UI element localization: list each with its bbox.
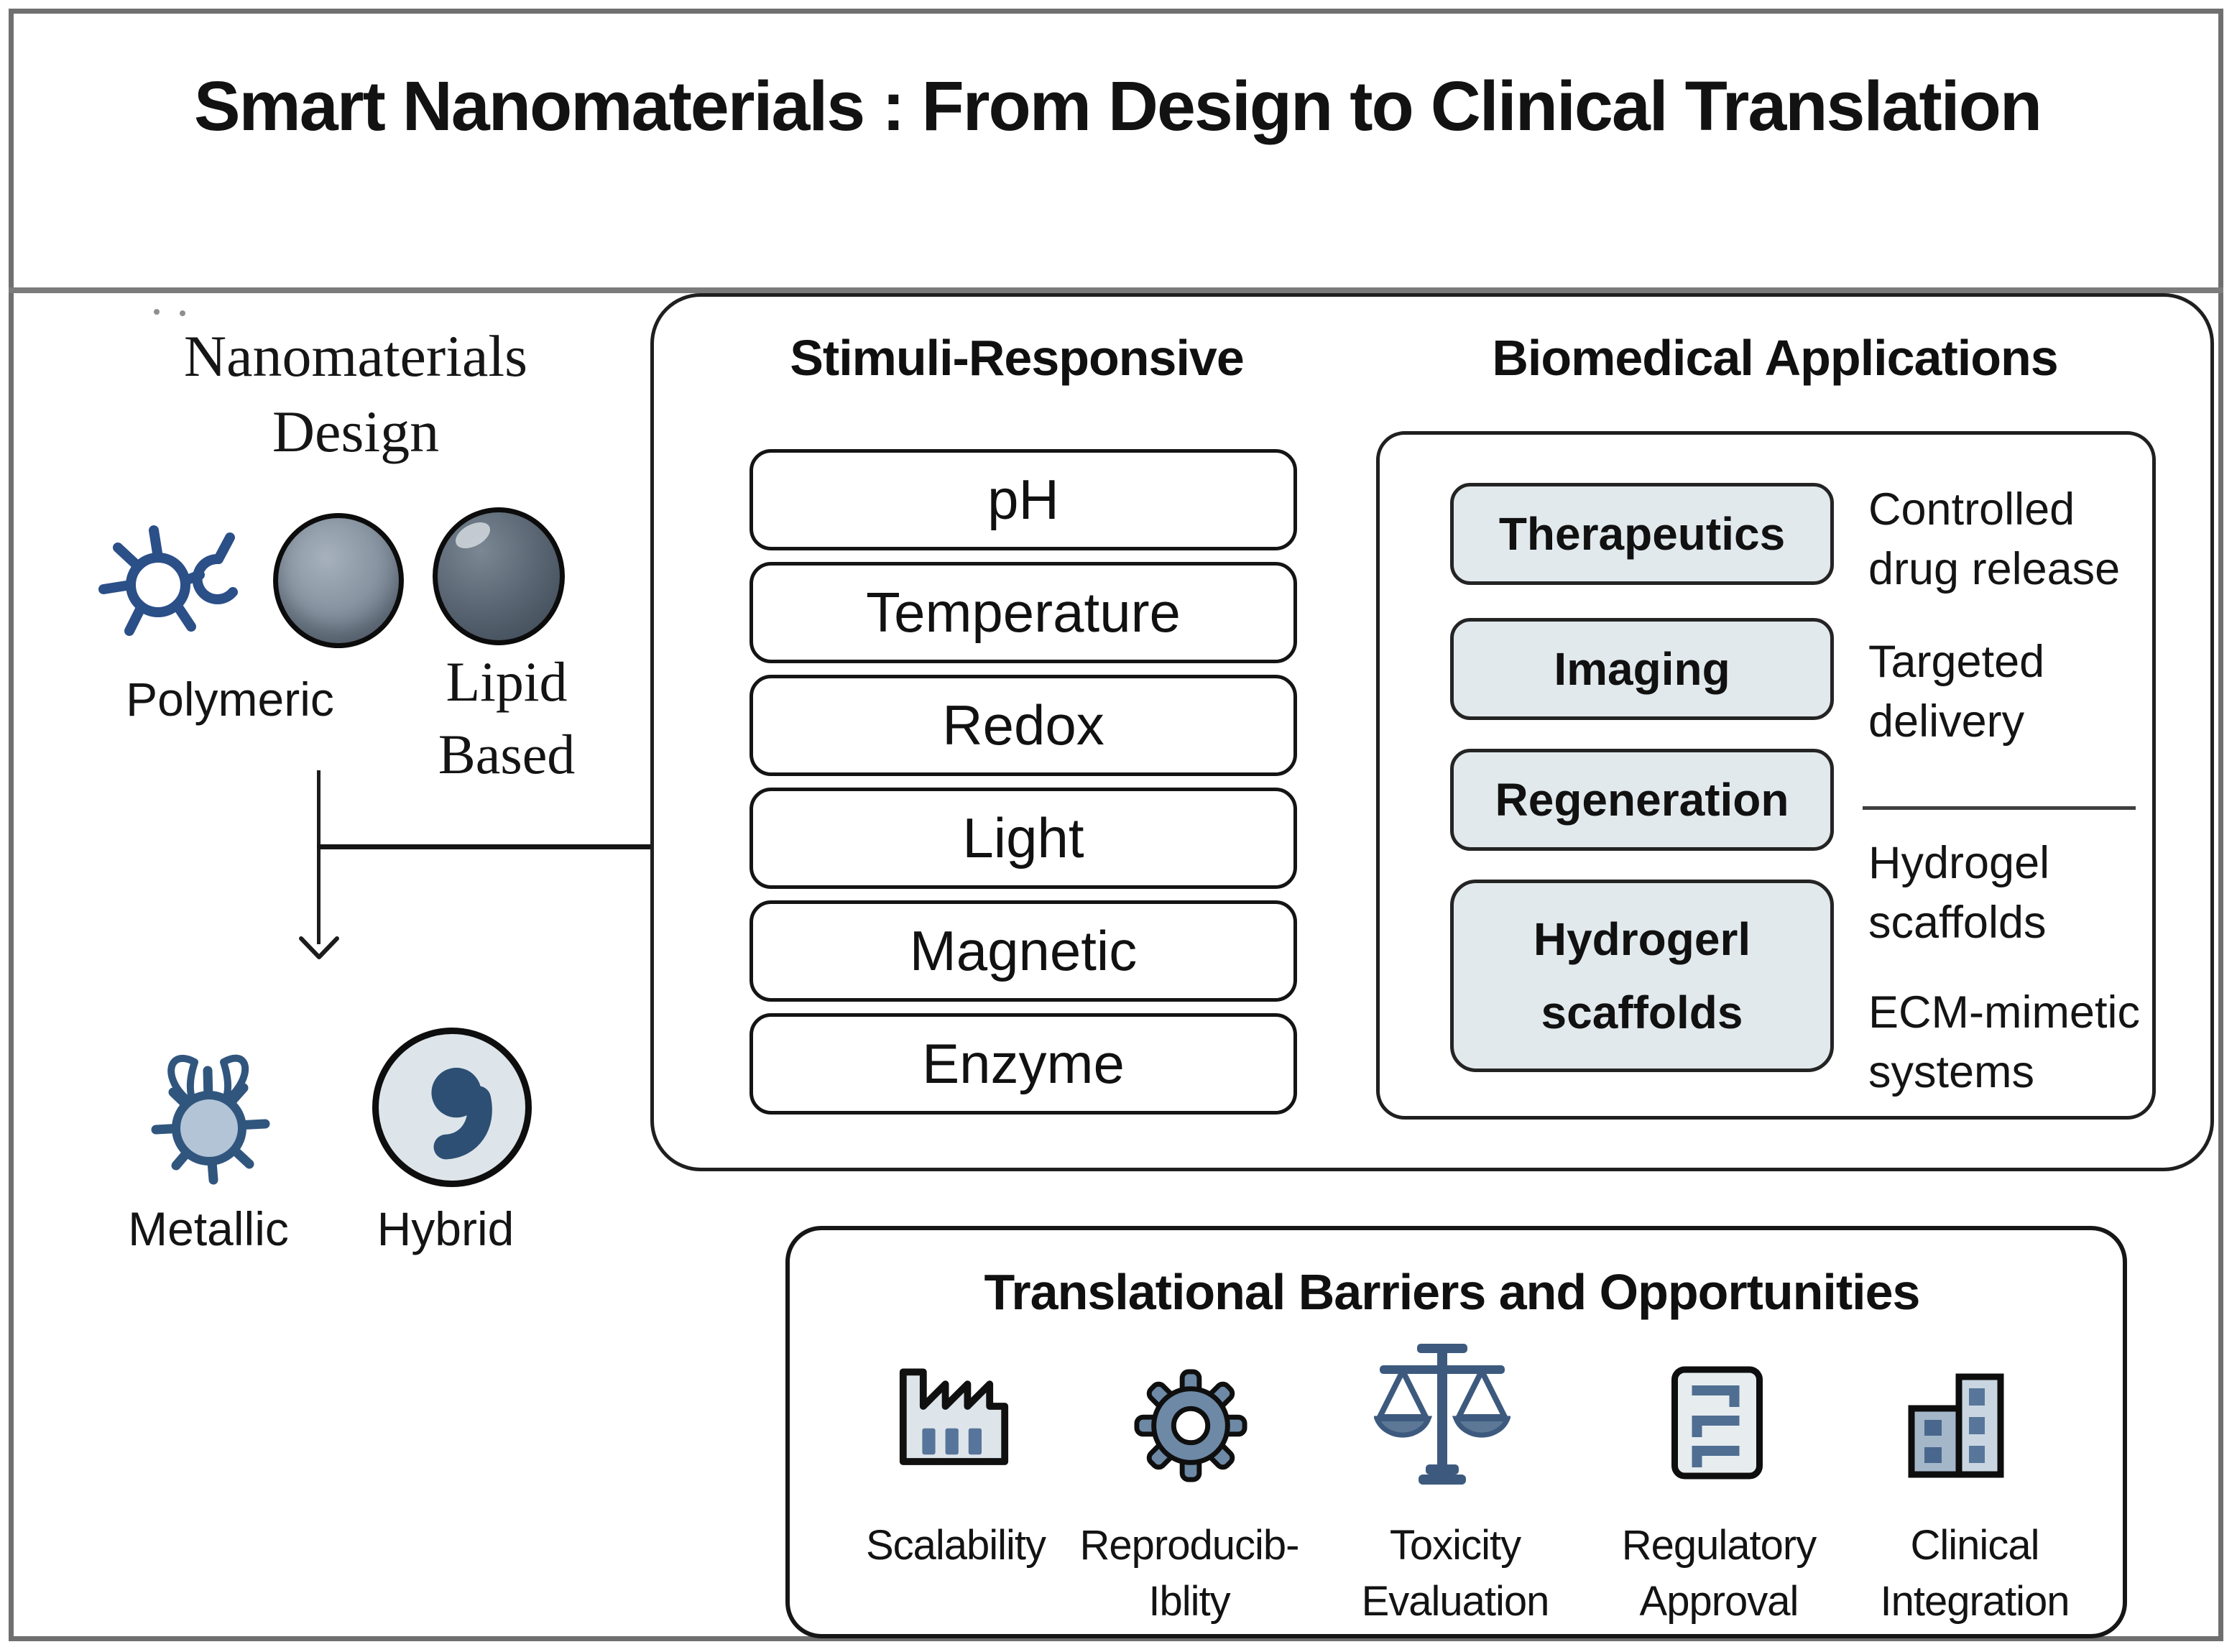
barriers-box — [785, 1226, 2127, 1638]
arrow-down-icon — [298, 936, 340, 960]
biomedical-heading: Biomedical Applications — [1492, 330, 2058, 386]
figure-title: Smart Nanomaterials : From Design to Cli… — [193, 67, 2042, 145]
hybrid-label: Hybrid — [377, 1202, 515, 1255]
stimulus-box-temperature: Temperature — [749, 562, 1297, 663]
note-hydrogel-scaffolds: Hydrogel scaffolds — [1868, 838, 2050, 949]
document-icon — [1669, 1365, 1766, 1480]
notes-divider-line — [1863, 806, 2136, 810]
metallic-label: Metallic — [128, 1202, 289, 1255]
design-heading: Nanomaterials Design — [140, 319, 571, 470]
note-controlled-drug-release: Controlled drug release — [1868, 484, 2121, 595]
buildings-icon — [1903, 1371, 2018, 1480]
polymeric-label: Polymeric — [126, 673, 334, 726]
application-box-therapeutics: Therapeutics — [1450, 483, 1834, 585]
polymer-network-icon — [92, 512, 244, 648]
barrier-label-regulatory-approval: Regulatory Approval — [1621, 1522, 1817, 1625]
metallic-nanoparticle-icon — [147, 1033, 277, 1186]
gear-icon — [1134, 1369, 1247, 1482]
stimulus-box-redox: Redox — [749, 675, 1297, 776]
barriers-heading: Translational Barriers and Opportunities — [984, 1264, 1921, 1320]
design-heading-line2: Design — [272, 398, 440, 464]
lipid-based-label: Lipid Based — [438, 650, 576, 786]
title-divider — [9, 287, 2223, 293]
stimuli-heading: Stimuli-Responsive — [790, 330, 1245, 386]
barrier-label-clinical-integration: Clinical Integration — [1880, 1522, 2070, 1625]
application-box-imaging: Imaging — [1450, 618, 1834, 720]
nanoparticle-sphere-icon — [273, 513, 404, 648]
stimulus-box-magnetic: Magnetic — [749, 900, 1297, 1002]
barrier-label-reproducibility: Reproducib- Iblity — [1079, 1522, 1300, 1625]
stimulus-box-enzyme: Enzyme — [749, 1013, 1297, 1115]
barrier-label-scalability: Scalability — [865, 1522, 1046, 1569]
stray-dot — [154, 309, 160, 315]
stray-dot — [180, 310, 185, 316]
stimulus-box-ph: pH — [749, 449, 1297, 550]
connector-vertical-line — [317, 770, 320, 944]
scales-icon — [1374, 1338, 1510, 1492]
connector-horizontal-line — [317, 844, 653, 849]
hybrid-nanoparticle-icon — [372, 1028, 532, 1187]
design-heading-line1: Nanomaterials — [183, 323, 528, 389]
barrier-label-toxicity-evaluation: Toxicity Evaluation — [1361, 1522, 1550, 1625]
stimulus-box-light: Light — [749, 788, 1297, 889]
factory-icon — [891, 1355, 1017, 1473]
lipid-sphere-icon — [433, 507, 565, 645]
application-box-hydrogel-scaffolds: Hydrogerl scaffolds — [1450, 880, 1834, 1072]
application-box-regeneration: Regeneration — [1450, 749, 1834, 851]
note-ecm-mimetic-systems: ECM-mimetic systems — [1868, 987, 2140, 1098]
note-targeted-delivery: Targeted delivery — [1868, 637, 2045, 747]
